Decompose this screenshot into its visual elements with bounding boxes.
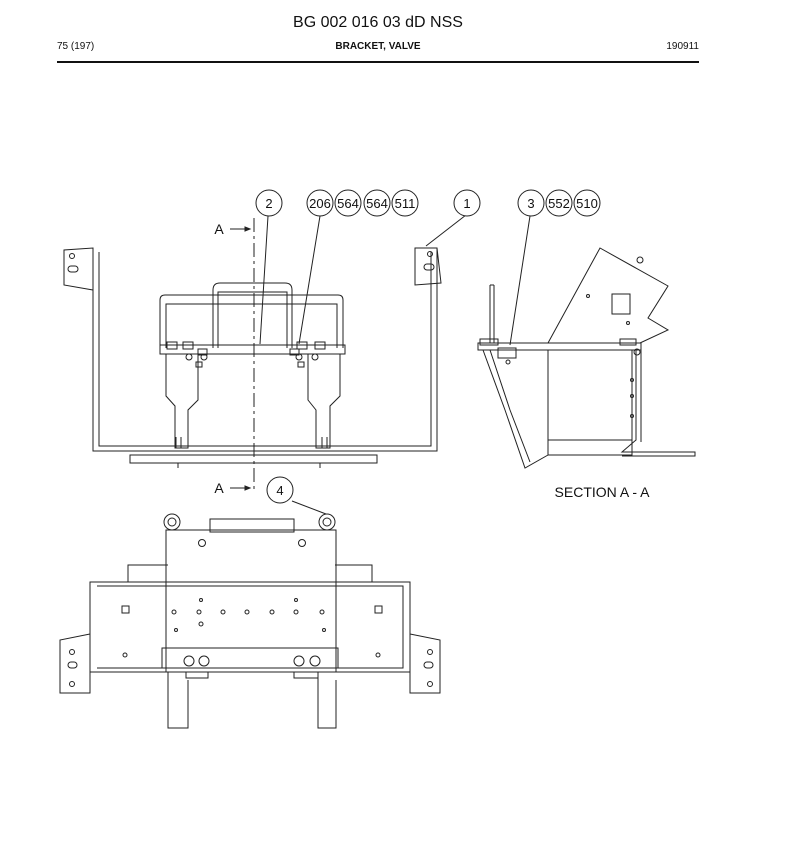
- fitting-left: [163, 513, 181, 531]
- callout-3: 3: [517, 189, 545, 217]
- top-right-ear: [409, 633, 441, 694]
- left-ear: [63, 247, 94, 291]
- document-date: 190911: [666, 41, 699, 52]
- callout-510: 510: [573, 189, 601, 217]
- svg-text:3: 3: [527, 196, 534, 211]
- svg-text:1: 1: [463, 196, 470, 211]
- hole-pattern: [171, 539, 326, 667]
- page-number: 75 (197): [57, 41, 95, 52]
- svg-text:564: 564: [337, 196, 359, 211]
- valve-plate: [159, 344, 346, 355]
- svg-text:511: 511: [395, 196, 416, 211]
- callouts: 2 206 564 564 511 1 3 552 510 4: [255, 189, 601, 504]
- fasteners-front: [166, 341, 326, 368]
- top-view: [59, 500, 441, 729]
- header-rule: [57, 61, 699, 63]
- right-valve-body: [307, 354, 341, 449]
- section-view: SECTION A - A: [477, 215, 696, 500]
- front-view: [63, 214, 467, 491]
- callout-1: 1: [453, 189, 481, 217]
- document-title: BG 002 016 03 dD NSS: [293, 14, 463, 31]
- section-mark-top: A: [214, 221, 224, 237]
- base-plate: [129, 454, 378, 464]
- callout-564b: 564: [363, 189, 391, 217]
- callout-4: 4: [266, 476, 294, 504]
- callout-206: 206: [306, 189, 334, 217]
- section-plate: [477, 342, 642, 351]
- svg-text:2: 2: [265, 196, 272, 211]
- fitting-right: [318, 513, 336, 531]
- callout-2: 2: [255, 189, 283, 217]
- left-leg: [167, 672, 189, 729]
- valve-handle: [212, 282, 293, 348]
- callout-564a: 564: [334, 189, 362, 217]
- right-leg: [317, 672, 337, 729]
- section-a-a-label: SECTION A - A: [555, 484, 651, 500]
- right-ear: [414, 247, 442, 286]
- svg-text:552: 552: [548, 196, 570, 211]
- svg-text:564: 564: [366, 196, 388, 211]
- top-valve-plate: [165, 529, 337, 673]
- left-valve-body: [165, 354, 199, 449]
- bracket-frame: [92, 248, 438, 452]
- section-mark-bottom: A: [214, 480, 224, 496]
- valve-housing: [547, 247, 670, 344]
- top-left-ear: [59, 633, 91, 694]
- document-subtitle: BRACKET, VALVE: [335, 41, 421, 52]
- svg-text:4: 4: [276, 483, 283, 498]
- callout-511: 511: [391, 189, 419, 217]
- top-frame: [89, 581, 411, 673]
- svg-text:510: 510: [576, 196, 598, 211]
- svg-text:206: 206: [309, 196, 331, 211]
- callout-552: 552: [545, 189, 573, 217]
